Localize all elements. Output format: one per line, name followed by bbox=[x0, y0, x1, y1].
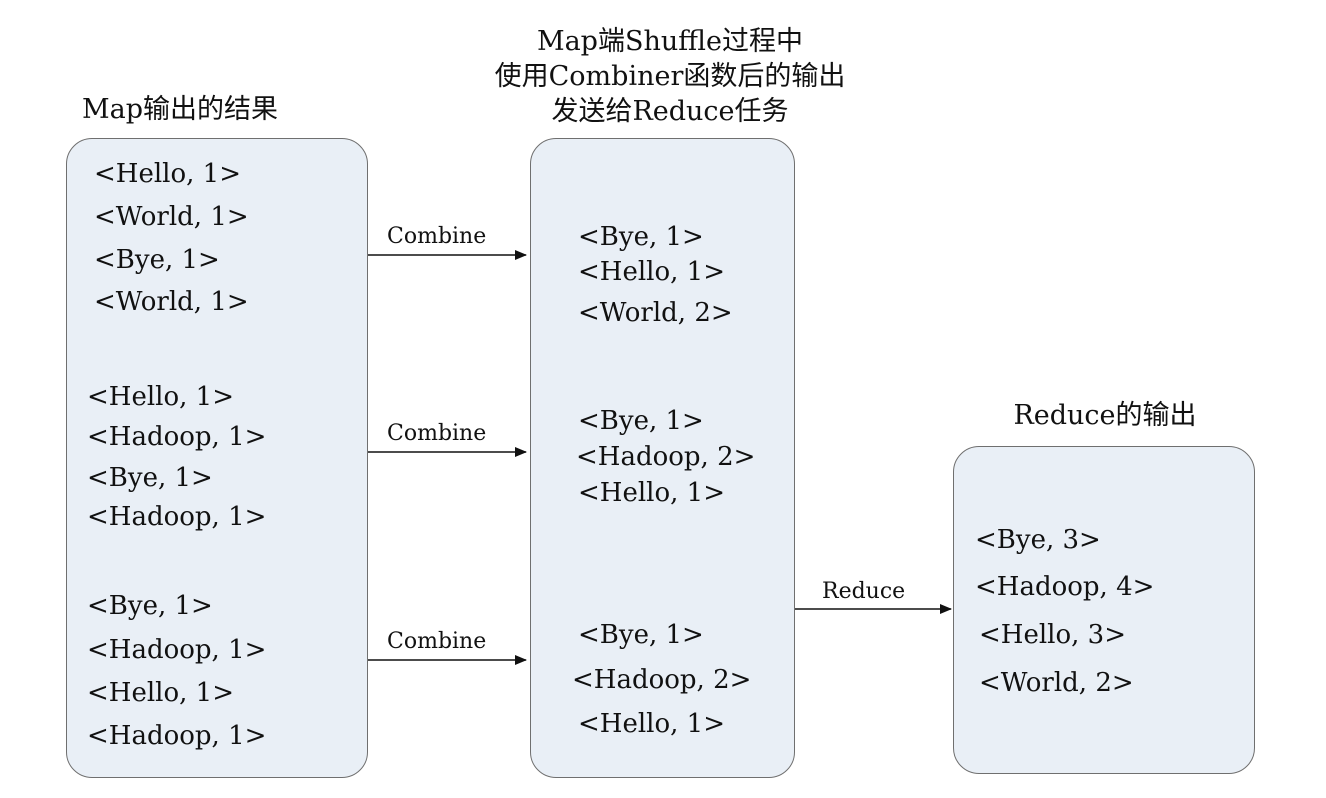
combiner-title-line-3: 发送给Reduce任务 bbox=[551, 96, 789, 127]
map-output-title: Map输出的结果 bbox=[82, 94, 279, 125]
combiner-output-box bbox=[530, 138, 795, 778]
combiner-pair: <Bye, 1> bbox=[578, 222, 704, 252]
reduce-pair: <Bye, 3> bbox=[975, 525, 1101, 555]
combiner-pair: <Hadoop, 2> bbox=[572, 665, 752, 695]
map-pair: <Hello, 1> bbox=[87, 382, 234, 412]
combiner-pair: <Hadoop, 2> bbox=[576, 442, 756, 472]
reduce-pair: <World, 2> bbox=[979, 668, 1134, 698]
reduce-pair: <Hello, 3> bbox=[979, 620, 1126, 650]
combine-label: Combine bbox=[387, 629, 487, 654]
combiner-pair: <Hello, 1> bbox=[578, 257, 725, 287]
reduce-pair: <Hadoop, 4> bbox=[975, 572, 1155, 602]
reduce-label: Reduce bbox=[822, 579, 906, 604]
combiner-title-line-1: Map端Shuffle过程中 bbox=[536, 26, 804, 57]
reduce-output-title: Reduce的输出 bbox=[1013, 400, 1197, 431]
map-pair: <Hadoop, 1> bbox=[87, 502, 267, 532]
combiner-pair: <Bye, 1> bbox=[578, 406, 704, 436]
map-pair: <World, 1> bbox=[94, 287, 249, 317]
combiner-pair: <Hello, 1> bbox=[578, 478, 725, 508]
map-pair: <Bye, 1> bbox=[87, 591, 213, 621]
combiner-output-title: Map端Shuffle过程中 使用Combiner函数后的输出 发送给Reduc… bbox=[420, 24, 920, 129]
combiner-pair: <Bye, 1> bbox=[578, 620, 704, 650]
map-pair: <Bye, 1> bbox=[94, 245, 220, 275]
map-output-box bbox=[66, 138, 368, 778]
reduce-output-box bbox=[953, 446, 1255, 774]
map-pair: <Hadoop, 1> bbox=[87, 635, 267, 665]
map-pair: <Hello, 1> bbox=[94, 159, 241, 189]
combiner-title-line-2: 使用Combiner函数后的输出 bbox=[494, 61, 846, 92]
map-pair: <Hadoop, 1> bbox=[87, 422, 267, 452]
map-pair: <Bye, 1> bbox=[87, 463, 213, 493]
map-pair: <Hello, 1> bbox=[87, 678, 234, 708]
combiner-pair: <World, 2> bbox=[578, 298, 733, 328]
combiner-pair: <Hello, 1> bbox=[578, 709, 725, 739]
map-pair: <World, 1> bbox=[94, 202, 249, 232]
combine-label: Combine bbox=[387, 224, 487, 249]
combine-label: Combine bbox=[387, 421, 487, 446]
map-pair: <Hadoop, 1> bbox=[87, 721, 267, 751]
